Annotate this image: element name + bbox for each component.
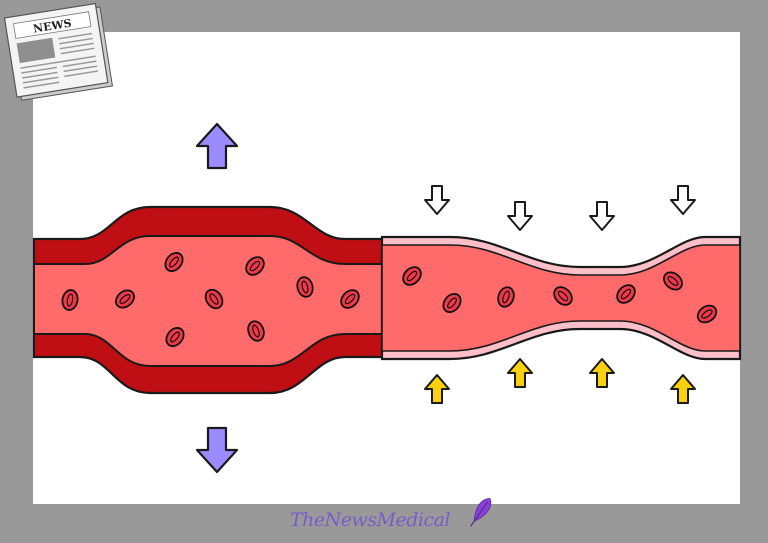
newspaper-icon: NEWS bbox=[3, 2, 114, 101]
newspaper-label: NEWS bbox=[32, 17, 72, 36]
brand-name: TheNewsMedical bbox=[290, 509, 450, 531]
constricted-vessel bbox=[380, 235, 742, 361]
dilated-vessel bbox=[32, 205, 384, 395]
quill-icon bbox=[470, 498, 492, 527]
brand-watermark: TheNewsMedical bbox=[290, 498, 492, 531]
